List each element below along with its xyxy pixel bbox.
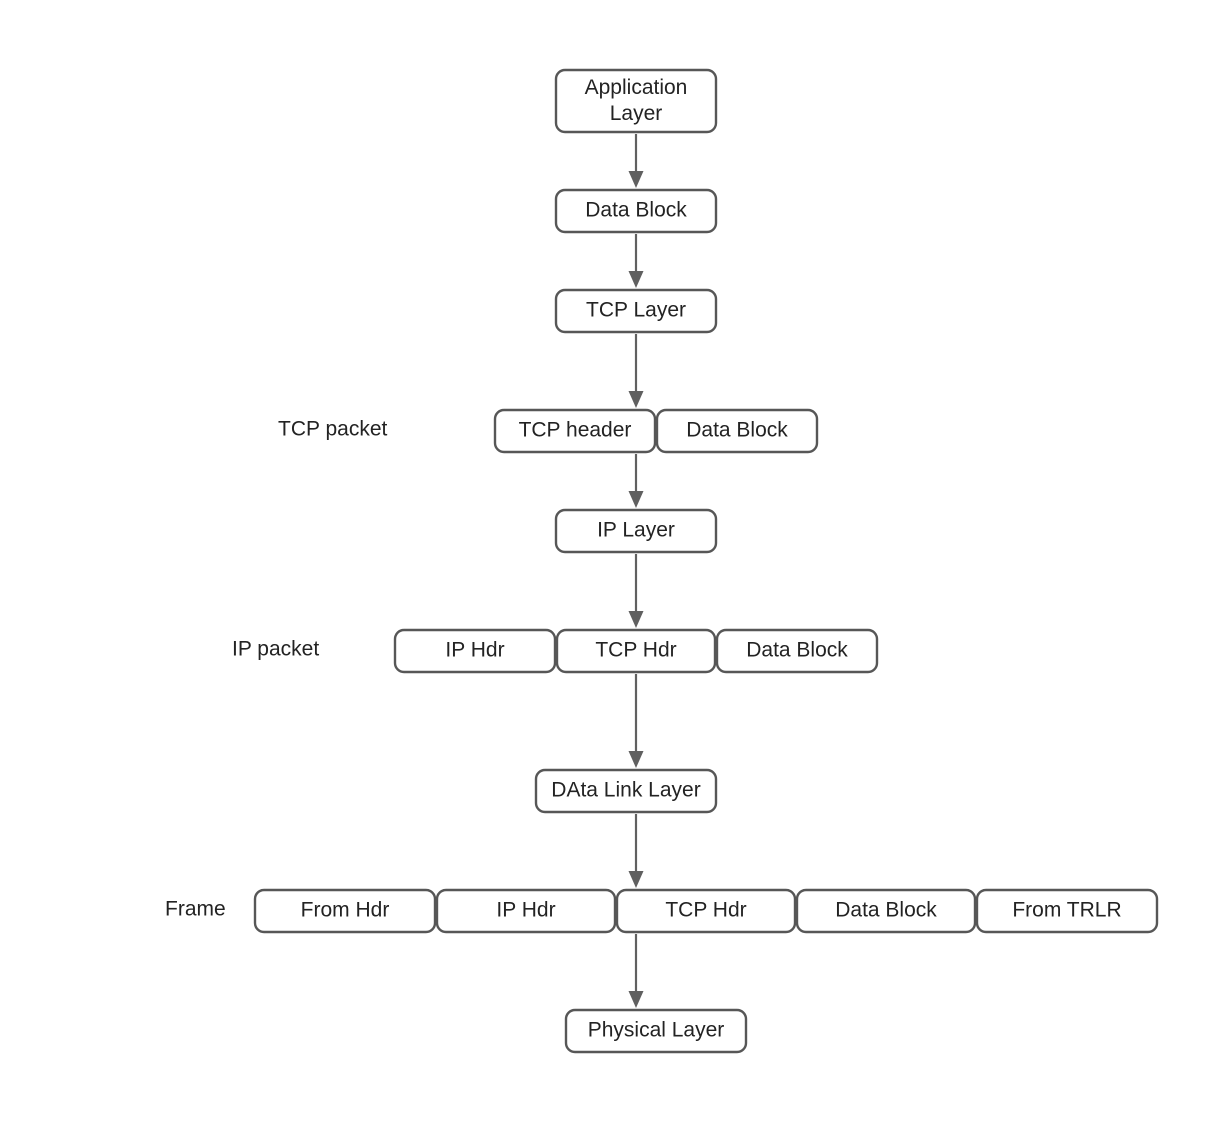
connector-ippacket-to-datalink-arrowhead [628, 751, 644, 768]
node-data-block-node: Data Block [554, 188, 718, 234]
ip-header-segment-label: IP Hdr [496, 899, 555, 922]
data-block-segment-box [715, 628, 879, 674]
connector-datablock-to-tcplayer-arrowhead [628, 271, 644, 288]
node-physical-layer: Physical Layer [564, 1008, 748, 1054]
data-block-segment-box [655, 408, 819, 454]
tcp-header-segment-box [555, 628, 717, 674]
tcp-header-segment-label: TCP Hdr [595, 639, 676, 662]
physical-layer-box [564, 1008, 748, 1054]
connector-datalink-to-frame-arrowhead [628, 871, 644, 888]
physical-layer-label: Physical Layer [588, 1019, 725, 1042]
ip-packet-row-data-block-segment: Data Block [715, 628, 879, 674]
connector-tcppacket-to-iplayer [628, 454, 644, 508]
frame-trailer-segment-label: From TRLR [1012, 899, 1121, 922]
data-link-layer-label: DAta Link Layer [551, 779, 700, 802]
data-block-segment-label: Data Block [835, 899, 937, 922]
data-block-node-label: Data Block [585, 199, 687, 222]
connector-frame-to-physical [628, 934, 644, 1008]
connector-ippacket-to-datalink [628, 674, 644, 768]
ip-header-segment-box [435, 888, 617, 934]
ip-packet-row: IP packet IP Hdr TCP Hdr Data Block [232, 628, 879, 674]
frame-row-label: Frame [165, 898, 226, 921]
connector-tcplayer-to-tcppacket [628, 334, 644, 408]
frame-row-tcp-header-segment: TCP Hdr [615, 888, 797, 934]
tcp-header-segment-box [493, 408, 657, 454]
connector-application-to-datablock [628, 134, 644, 188]
data-link-layer-box [534, 768, 718, 814]
data-block-segment-box [795, 888, 977, 934]
node-ip-layer: IP Layer [554, 508, 718, 554]
connector-tcplayer-to-tcppacket-arrowhead [628, 391, 644, 408]
ip-header-segment-box [393, 628, 557, 674]
connector-iplayer-to-ippacket-arrowhead [628, 611, 644, 628]
frame-row: Frame From Hdr IP Hdr TCP Hdr Data Block From… [165, 888, 1159, 934]
data-block-segment-label: Data Block [686, 419, 788, 442]
tcp-header-segment-label: TCP Hdr [665, 899, 746, 922]
frame-header-segment-label: From Hdr [301, 899, 390, 922]
frame-row-frame-trailer-segment: From TRLR [975, 888, 1159, 934]
tcp-layer-box [554, 288, 718, 334]
ip-packet-row-ip-header-segment: IP Hdr [393, 628, 557, 674]
frame-trailer-segment-box [975, 888, 1159, 934]
connector-iplayer-to-ippacket [628, 554, 644, 628]
tcp-header-segment-box [615, 888, 797, 934]
tcp-packet-row-data-block-segment: Data Block [655, 408, 819, 454]
connectors-group [628, 134, 644, 1008]
ip-header-segment-label: IP Hdr [445, 639, 504, 662]
connector-tcppacket-to-iplayer-arrowhead [628, 491, 644, 508]
ip-layer-label: IP Layer [597, 519, 675, 542]
frame-row-data-block-segment: Data Block [795, 888, 977, 934]
connector-datalink-to-frame [628, 814, 644, 888]
tcp-layer-label: TCP Layer [586, 299, 686, 322]
tcp-packet-row-tcp-header-segment: TCP header [493, 408, 657, 454]
data-block-node-box [554, 188, 718, 234]
ip-layer-box [554, 508, 718, 554]
data-block-segment-label: Data Block [746, 639, 848, 662]
tcp-header-segment-label: TCP header [519, 419, 632, 442]
connector-frame-to-physical-arrowhead [628, 991, 644, 1008]
frame-header-segment-box [253, 888, 437, 934]
frame-row-frame-header-segment: From Hdr [253, 888, 437, 934]
node-data-link-layer: DAta Link Layer [534, 768, 718, 814]
connector-datablock-to-tcplayer [628, 234, 644, 288]
node-tcp-layer: TCP Layer [554, 288, 718, 334]
frame-row-ip-header-segment: IP Hdr [435, 888, 617, 934]
connector-application-to-datablock-arrowhead [628, 171, 644, 188]
tcp-packet-row-label: TCP packet [278, 418, 387, 441]
application-layer-box [554, 68, 718, 134]
ip-packet-row-tcp-header-segment: TCP Hdr [555, 628, 717, 674]
ip-packet-row-label: IP packet [232, 638, 319, 661]
tcp-packet-row: TCP packet TCP header Data Block [278, 408, 819, 454]
